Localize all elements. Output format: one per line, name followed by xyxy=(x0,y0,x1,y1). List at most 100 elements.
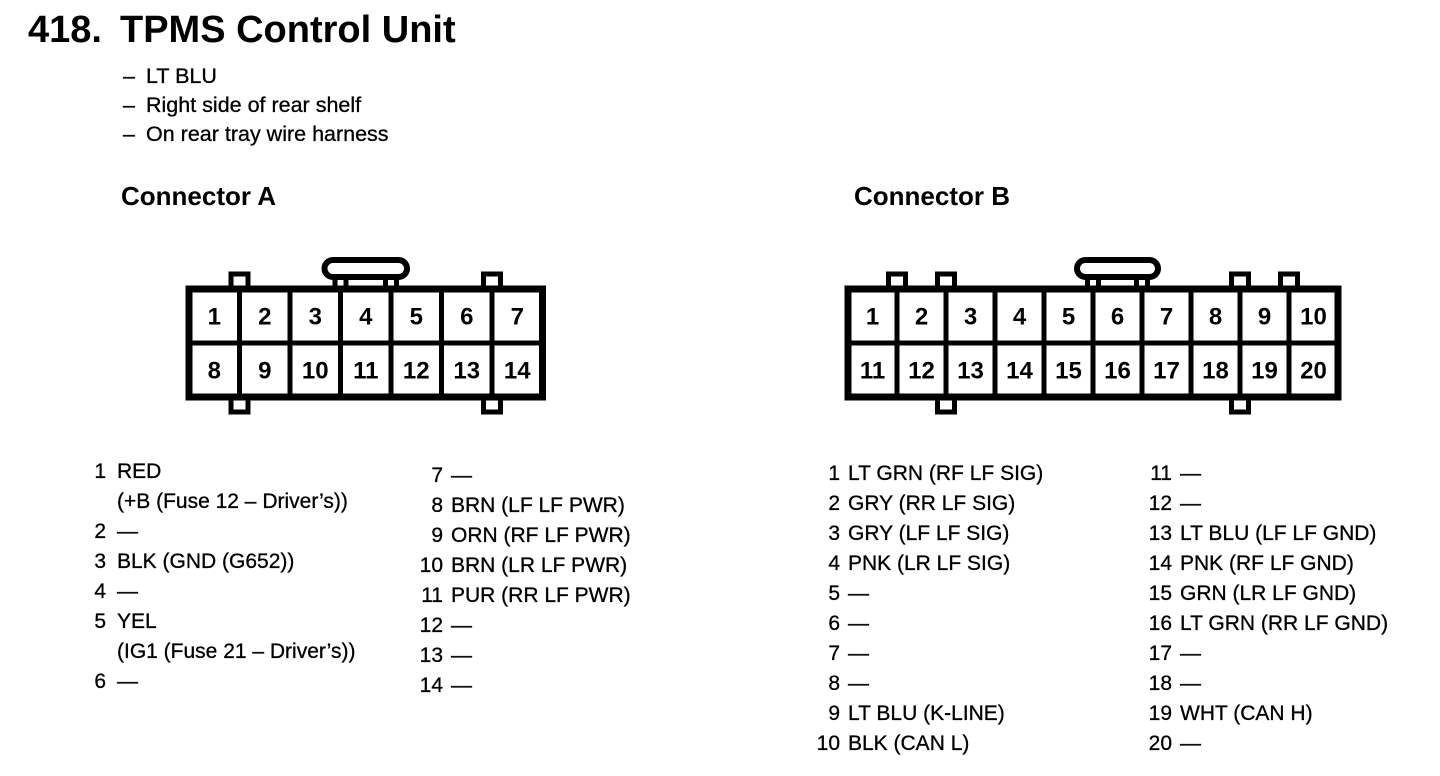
page-title: TPMS Control Unit xyxy=(120,9,456,51)
pin-desc-line: LT BLU (K-LINE) xyxy=(848,702,1005,725)
pin-number: 6 xyxy=(94,670,106,693)
pin-cell-number: 13 xyxy=(453,358,480,385)
pin-cell-number: 14 xyxy=(1006,358,1033,385)
pin-number: 20 xyxy=(1148,732,1172,755)
location-notes: –LT BLU–Right side of rear shelf–On rear… xyxy=(123,62,389,149)
pin-number: 18 xyxy=(1148,672,1172,695)
pin-desc-line: — xyxy=(1180,462,1201,485)
pin-desc: — xyxy=(1180,729,1201,759)
pin-number: 9 xyxy=(828,702,840,725)
pin-desc-line: LT GRN (RR LF GND) xyxy=(1180,612,1389,635)
pin-desc: LT BLU (K-LINE) xyxy=(848,699,1005,729)
pin-number: 17 xyxy=(1148,642,1172,665)
pin-cell-number: 3 xyxy=(964,304,977,331)
pin-cell-number: 6 xyxy=(1111,304,1124,331)
pin-desc: BRN (LF LF PWR) xyxy=(451,491,625,521)
pin-desc: — xyxy=(451,461,472,491)
pin-desc: — xyxy=(1180,459,1201,489)
pin-desc: YEL(IG1 (Fuse 21 – Driver’s)) xyxy=(117,607,356,667)
pin-desc: LT GRN (RF LF SIG) xyxy=(848,459,1044,489)
pin-row: 14— xyxy=(407,671,631,701)
pin-number: 10 xyxy=(816,732,840,755)
note-dash: – xyxy=(123,122,135,146)
pin-row: 6— xyxy=(804,609,1043,639)
pin-cell-number: 6 xyxy=(460,304,473,331)
note-row: –On rear tray wire harness xyxy=(123,120,389,149)
pin-desc: GRY (RR LF SIG) xyxy=(848,489,1016,519)
pin-desc: GRY (LF LF SIG) xyxy=(848,519,1010,549)
pin-cell-number: 5 xyxy=(410,304,423,331)
pin-number: 4 xyxy=(94,580,106,603)
pin-number: 10 xyxy=(419,554,443,577)
pin-desc-line: — xyxy=(117,670,138,693)
pin-cell-number: 17 xyxy=(1153,358,1180,385)
pin-cell-number: 1 xyxy=(208,304,221,331)
pin-number: 14 xyxy=(1148,552,1172,575)
pin-desc: ORN (RF LF PWR) xyxy=(451,521,631,551)
pin-number: 2 xyxy=(94,520,106,543)
pin-desc-line: BLK (CAN L) xyxy=(848,732,970,755)
pin-desc-wrap: (IG1 (Fuse 21 – Driver’s)) xyxy=(117,640,356,663)
pin-number: 4 xyxy=(828,552,840,575)
pin-desc-line: GRY (RR LF SIG) xyxy=(848,492,1016,515)
pin-cell-number: 20 xyxy=(1300,358,1327,385)
latch-clip xyxy=(1074,257,1161,280)
pin-row: 7— xyxy=(804,639,1043,669)
pin-cell-number: 11 xyxy=(353,358,378,385)
pin-number: 11 xyxy=(1150,462,1172,485)
pin-desc: — xyxy=(117,667,138,697)
pin-desc: PUR (RR LF PWR) xyxy=(451,581,631,611)
note-text: Right side of rear shelf xyxy=(146,93,362,117)
pin-cell-number: 14 xyxy=(504,358,531,385)
pin-desc-line: — xyxy=(848,612,869,635)
pin-desc-line: PNK (LR LF SIG) xyxy=(848,552,1011,575)
note-text: LT BLU xyxy=(146,64,217,88)
pin-row: 13— xyxy=(407,641,631,671)
pin-number: 5 xyxy=(828,582,840,605)
pin-desc: BLK (CAN L) xyxy=(848,729,970,759)
pin-row: 17— xyxy=(1136,639,1388,669)
pin-desc-line: WHT (CAN H) xyxy=(1180,702,1313,725)
connector-b-heading: Connector B xyxy=(854,181,1010,211)
pin-desc-line: BLK (GND (G652)) xyxy=(117,550,295,573)
pin-row: 16 LT GRN (RR LF GND) xyxy=(1136,609,1388,639)
section-number: 418. xyxy=(28,9,102,51)
pin-desc: — xyxy=(451,641,472,671)
pin-desc-line: BRN (LF LF PWR) xyxy=(451,494,625,517)
pin-number: 16 xyxy=(1148,612,1172,635)
pin-cell-number: 10 xyxy=(1300,304,1327,331)
pin-desc-line: — xyxy=(848,642,869,665)
pin-cell-number: 11 xyxy=(860,358,885,385)
pin-cell-number: 4 xyxy=(1013,304,1027,331)
pin-number: 6 xyxy=(828,612,840,635)
pin-row: 6— xyxy=(80,667,355,697)
pin-cell-number: 7 xyxy=(511,304,524,331)
pin-row: 4— xyxy=(80,577,355,607)
pin-number: 7 xyxy=(828,642,840,665)
note-dash: – xyxy=(123,93,135,117)
pin-cell-number: 8 xyxy=(208,358,221,385)
pin-number: 8 xyxy=(828,672,840,695)
note-text: On rear tray wire harness xyxy=(146,122,389,146)
pin-row: 4 PNK (LR LF SIG) xyxy=(804,549,1043,579)
pin-cell-number: 10 xyxy=(302,358,329,385)
pin-desc-line: — xyxy=(451,674,472,697)
pin-desc-line: — xyxy=(1180,492,1201,515)
pin-desc: BLK (GND (G652)) xyxy=(117,547,295,577)
section-title-row: 418. TPMS Control Unit xyxy=(28,9,456,52)
pin-number: 8 xyxy=(431,494,443,517)
pin-cell-number: 1 xyxy=(866,304,879,331)
pin-desc: — xyxy=(451,611,472,641)
pin-desc-line: GRN (LR LF GND) xyxy=(1180,582,1357,605)
pin-desc: LT GRN (RR LF GND) xyxy=(1180,609,1388,639)
pin-cell-number: 5 xyxy=(1062,304,1075,331)
